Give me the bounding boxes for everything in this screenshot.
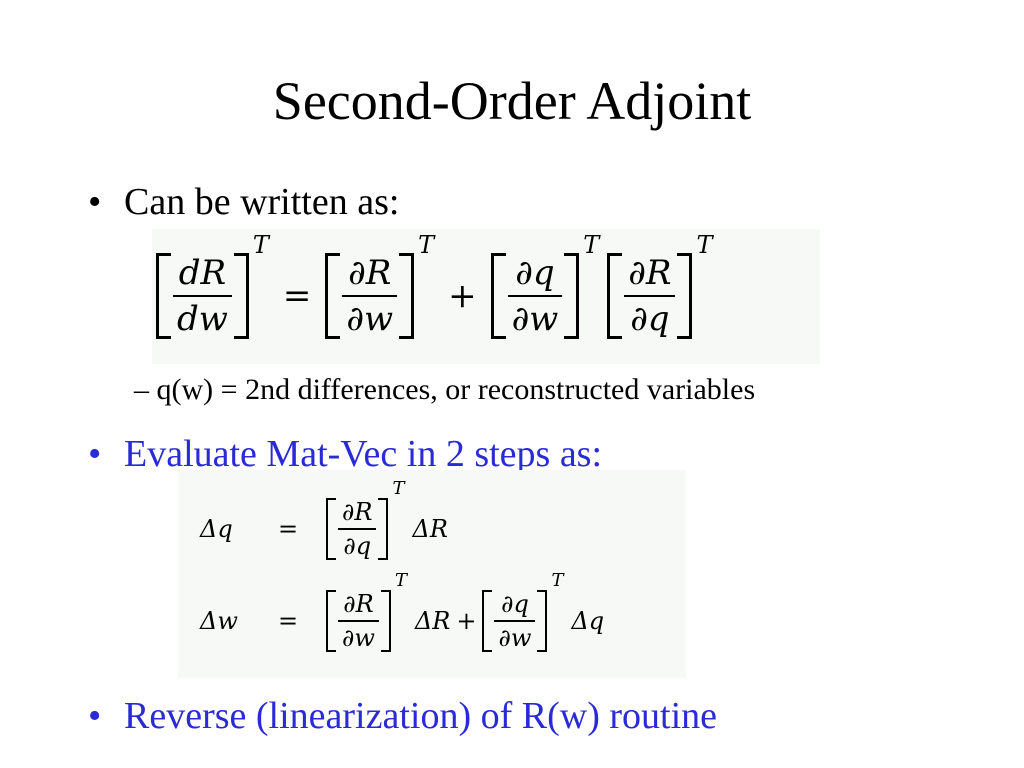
fraction-denominator: ∂w	[511, 299, 559, 339]
fraction-numerator: ∂q	[501, 590, 529, 618]
plus-sign: +	[448, 276, 477, 316]
bracket-group: ∂R ∂w	[326, 590, 391, 652]
transpose-superscript: T	[696, 231, 713, 259]
equation-term: ΔR	[412, 515, 448, 543]
fraction-denominator: ∂w	[342, 624, 375, 652]
bullet-text: Can be written as:	[124, 181, 400, 223]
transpose-superscript: T	[418, 231, 435, 259]
equation-line-delta-q: Δq = ∂R ∂q T ΔR	[200, 478, 448, 574]
bullet-marker: •	[88, 695, 102, 737]
transpose-superscript: T	[394, 570, 407, 591]
bracket-group: ∂q ∂w	[482, 590, 548, 652]
equals-sign: =	[282, 276, 312, 316]
bracket-group: ∂q ∂w	[490, 253, 580, 339]
transpose-superscript: T	[583, 231, 600, 259]
equation-mat-vec-steps: Δq = ∂R ∂q T ΔR Δw = ∂R ∂w T ΔR +	[178, 470, 686, 678]
bullet-item: • Reverse (linearization) of R(w) routine	[88, 694, 717, 738]
bracket-group: dR dw	[156, 253, 249, 339]
sub-bullet-item: – q(w) = 2nd differences, or reconstruct…	[134, 370, 755, 410]
equation-lhs: Δq	[200, 515, 233, 543]
fraction-denominator: ∂w	[498, 624, 532, 652]
transpose-superscript: T	[392, 478, 405, 499]
plus-sign: +	[456, 607, 477, 635]
fraction-numerator: ∂R	[348, 253, 392, 293]
bullet-text: Evaluate Mat-Vec in 2 steps as:	[124, 433, 603, 475]
transpose-superscript: T	[252, 231, 269, 259]
bracket-group: ∂R ∂q	[607, 253, 693, 339]
fraction-numerator: ∂R	[342, 498, 373, 526]
fraction-denominator: ∂q	[630, 299, 670, 339]
fraction-denominator: dw	[177, 299, 228, 339]
fraction-numerator: dR	[178, 253, 227, 293]
equation-line-delta-w: Δw = ∂R ∂w T ΔR + ∂q ∂w T Δq	[200, 570, 605, 666]
sub-bullet-marker: –	[134, 373, 149, 406]
sub-bullet-text: q(w) = 2nd differences, or reconstructed…	[156, 373, 756, 406]
bracket-group: ∂R ∂q	[326, 498, 389, 560]
fraction-numerator: ∂R	[343, 590, 374, 618]
equals-sign: =	[277, 515, 299, 543]
transpose-superscript: T	[551, 570, 564, 591]
bracket-group: ∂R ∂w	[325, 253, 415, 339]
fraction-numerator: ∂q	[515, 253, 555, 293]
fraction-denominator: ∂q	[343, 532, 372, 560]
equation-term: Δq	[571, 607, 605, 635]
bullet-item: • Can be written as:	[88, 180, 399, 224]
equals-sign: =	[277, 607, 299, 635]
bullet-item: • Evaluate Mat-Vec in 2 steps as:	[88, 432, 602, 476]
fraction-numerator: ∂R	[628, 253, 672, 293]
slide-title: Second-Order Adjoint	[272, 71, 752, 131]
fraction-denominator: ∂w	[346, 299, 394, 339]
equation-total-derivative: dR dw T = ∂R ∂w T + ∂q ∂w	[152, 229, 820, 364]
bullet-marker: •	[88, 433, 102, 475]
equation-row: dR dw T = ∂R ∂w T + ∂q ∂w	[156, 231, 713, 357]
equation-lhs: Δw	[200, 607, 238, 635]
bullet-marker: •	[88, 181, 102, 223]
bullet-text: Reverse (linearization) of R(w) routine	[124, 695, 717, 737]
equation-term: ΔR	[414, 607, 451, 635]
